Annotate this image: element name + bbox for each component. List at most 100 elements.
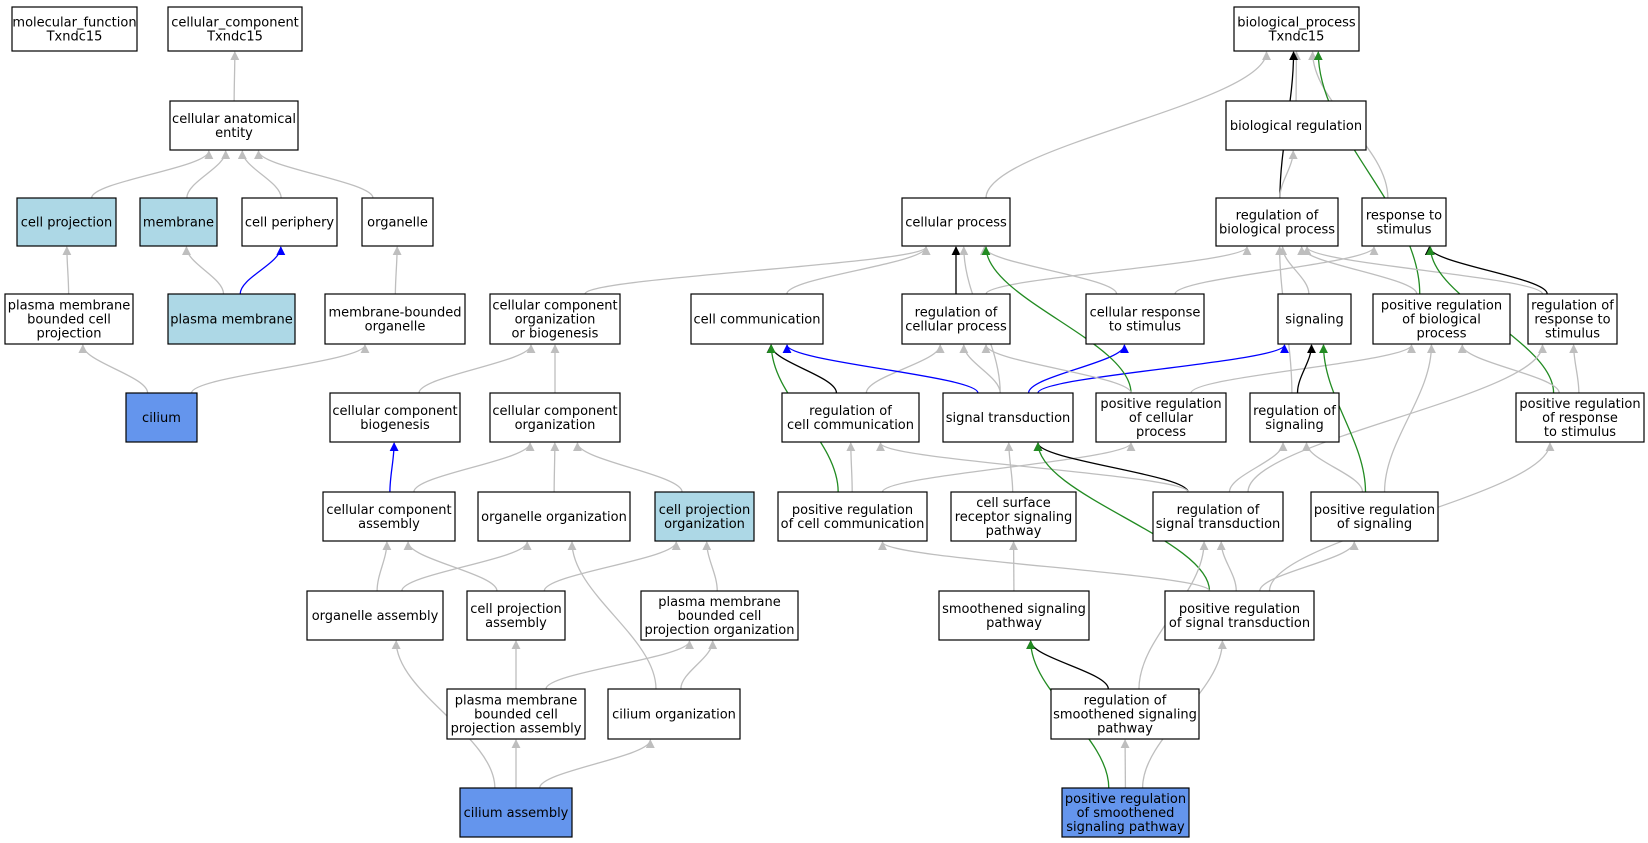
node-box: [1372, 293, 1511, 345]
node-box: [322, 491, 456, 542]
edge-is-a-cellular-response-to-stimulus-to-cellular-process: [979, 246, 1118, 295]
edge-is-a-cell-periphery-to-cellular-anatomical-entity: [237, 150, 282, 199]
edge-regulates-regulation-of-smoothened-to-smoothened-signaling-pathway: [1026, 640, 1109, 690]
node-label-line: pathway: [1097, 722, 1153, 737]
node-label-line: cellular anatomical: [172, 112, 296, 127]
node-cilium-organization[interactable]: cilium organization: [607, 688, 741, 740]
node-label-line: cell surface: [976, 496, 1051, 511]
node-label-line: positive regulation: [1381, 299, 1502, 314]
node-cell-projection[interactable]: cell projection: [16, 197, 117, 247]
node-box: [1215, 197, 1339, 247]
node-cilium-assembly[interactable]: cilium assembly: [459, 787, 573, 838]
node-label-line: biological regulation: [1230, 119, 1362, 134]
node-label-line: plasma membrane: [658, 595, 781, 610]
node-signal-transduction[interactable]: signal transduction: [942, 392, 1074, 443]
node-label-line: assembly: [358, 517, 420, 532]
node-box: [361, 197, 434, 247]
node-label-line: signal transduction: [946, 411, 1071, 426]
edges-layer: [62, 51, 1580, 789]
node-box: [489, 293, 621, 345]
node-organelle[interactable]: organelle: [361, 197, 434, 247]
node-box: [329, 392, 461, 443]
node-plasma-membrane[interactable]: plasma membrane: [167, 293, 296, 345]
node-label-line: cilium assembly: [464, 806, 569, 821]
node-cell-periphery[interactable]: cell periphery: [241, 197, 338, 247]
edge-is-a-pos-reg-cell-communication-to-pos-reg-cellular-process: [881, 442, 1136, 493]
node-box: [1361, 197, 1447, 247]
node-label-line: plasma membrane: [455, 694, 578, 709]
node-label-line: cellular process: [905, 216, 1007, 231]
node-label-line: cellular component: [492, 404, 617, 419]
edge-is-a-cilium-organization-to-organelle-organization: [567, 541, 657, 690]
node-label-line: receptor signaling: [955, 510, 1073, 525]
node-label-line: biogenesis: [360, 418, 430, 433]
node-label-line: cellular component: [332, 404, 457, 419]
node-cell-communication[interactable]: cell communication: [690, 293, 824, 345]
node-membrane[interactable]: membrane: [139, 197, 218, 247]
node-label-line: of biological: [1402, 313, 1481, 328]
node-label-line: plasma membrane: [170, 313, 293, 328]
edge-part-of-cc-assembly-to-cc-biogenesis: [389, 442, 399, 493]
edge-is-a-cc-assembly-to-cc-organization: [413, 442, 535, 493]
edge-is-a-cell-projection-to-cellular-anatomical-entity: [90, 150, 214, 199]
node-label-line: organelle: [365, 320, 426, 335]
node-organelle-assembly[interactable]: organelle assembly: [306, 590, 444, 641]
node-box: [1225, 100, 1367, 151]
node-organelle-organization[interactable]: organelle organization: [477, 491, 631, 542]
edge-is-a-pos-reg-signal-transduction-to-regulation-of-signal-transduction: [1216, 541, 1237, 592]
node-label-line: cell projection: [21, 216, 112, 231]
node-box: [1095, 392, 1227, 443]
node-signaling[interactable]: signaling: [1277, 293, 1352, 345]
edge-is-a-pm-bounded-cp-organization-to-cell-projection-organization: [702, 541, 718, 592]
edge-is-a-pos-reg-response-to-stimulus-to-regulation-of-response-to-stimulus: [1569, 344, 1580, 394]
node-cilium[interactable]: cilium: [125, 392, 198, 443]
node-box: [1061, 787, 1190, 838]
edge-is-a-membrane-bounded-organelle-to-organelle: [392, 246, 402, 295]
node-label-line: cilium: [142, 411, 181, 426]
node-cellular-process[interactable]: cellular process: [901, 197, 1011, 247]
edge-is-a-cell-projection-assembly-to-cc-assembly: [403, 541, 498, 592]
node-label-line: organization: [664, 517, 745, 532]
edge-positively-regulates-pos-reg-signaling-to-signaling: [1319, 344, 1367, 493]
node-box: [16, 197, 117, 247]
edge-is-a-regulation-of-signal-transduction-to-regulation-of-cell-communication: [876, 442, 1189, 493]
node-label-line: projection organization: [645, 623, 795, 638]
node-label-line: positive regulation: [1179, 602, 1300, 617]
edge-is-a-organelle-assembly-to-cc-assembly: [376, 541, 392, 592]
node-box: [446, 688, 586, 740]
node-biological-regulation[interactable]: biological regulation: [1225, 100, 1367, 151]
node-label-line: regulation of: [1236, 209, 1319, 224]
